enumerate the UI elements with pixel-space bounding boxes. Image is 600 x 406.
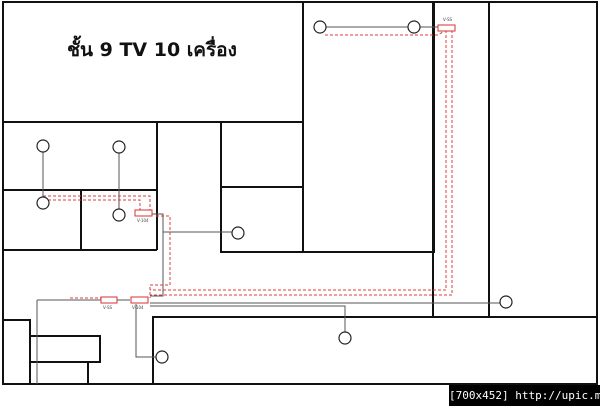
tv-outlet-icon: [36, 139, 50, 153]
tv-outlet-icon: [499, 295, 513, 309]
tv-outlet-icon: [155, 350, 169, 364]
room-bottom-left-small: [2, 319, 31, 385]
room-middle-upper: [220, 121, 304, 188]
splitter-icon: [130, 296, 149, 304]
tv-outlet-icon: [231, 226, 245, 240]
splitter-label: V-104: [137, 218, 149, 223]
red-cable-left-2: [43, 199, 141, 211]
splitter-label: V-SS: [103, 305, 112, 310]
tv-outlet-icon: [36, 196, 50, 210]
room-right-column: [432, 1, 490, 318]
plan-title: ชั้น 9 TV 10 เครื่อง: [67, 35, 237, 61]
footer-credit: [700x452] http://upic.me/: [449, 385, 600, 406]
room-bottom-large: [152, 316, 598, 385]
tv-outlet-icon: [112, 208, 126, 222]
splitter-icon: [100, 296, 118, 304]
cable-vertical: [150, 232, 164, 297]
splitter-label: V-SS: [443, 17, 452, 22]
splitter-icon: [437, 24, 456, 32]
room-tall-center: [302, 1, 435, 253]
splitter-icon: [134, 209, 153, 217]
cable-bottom-tv: [150, 305, 346, 337]
tv-outlet-icon: [313, 20, 327, 34]
room-bottom-left-box: [29, 335, 101, 363]
cable-down-tv: [135, 304, 162, 358]
tv-outlet-icon: [338, 331, 352, 345]
room-top-left: [2, 1, 304, 123]
red-cable-trunk: [150, 30, 447, 291]
splitter-label: V-104: [132, 305, 144, 310]
cable-mid: [150, 213, 238, 233]
red-cable-left-1: [43, 195, 151, 211]
room-left-upper: [2, 121, 158, 191]
red-cable-trunk-2: [150, 30, 453, 296]
room-middle-lower: [220, 186, 304, 253]
tv-outlet-icon: [407, 20, 421, 34]
red-cable-top: [325, 29, 447, 36]
red-cable-mid: [149, 215, 171, 298]
tv-outlet-icon: [112, 140, 126, 154]
